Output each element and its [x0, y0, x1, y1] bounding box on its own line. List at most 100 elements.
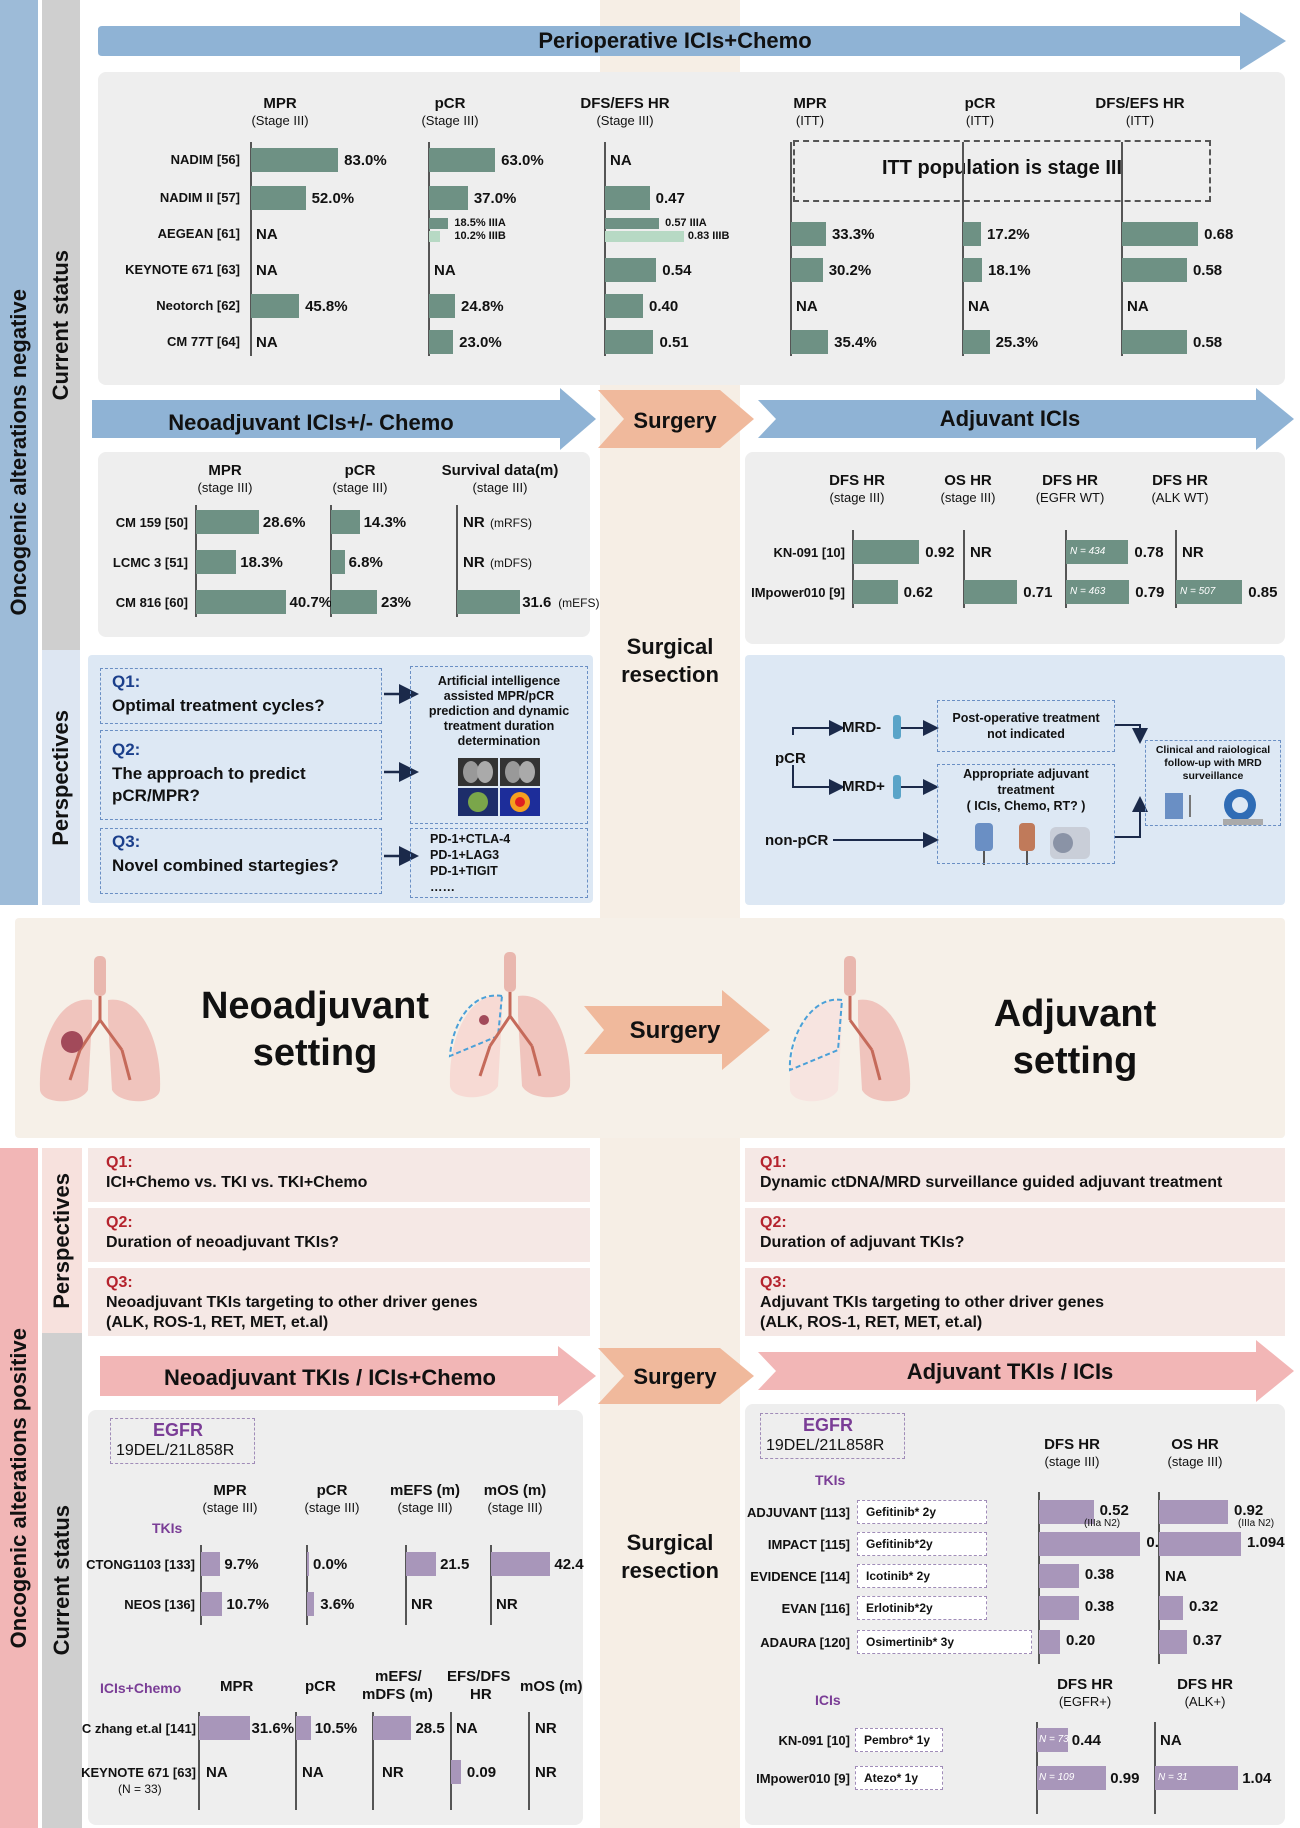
adj-header-3-sub: (ALK WT)	[1151, 490, 1209, 505]
adj-tki-os-label: 0.92	[1234, 1502, 1264, 1519]
top-mpr-label: NA	[256, 262, 278, 279]
adj-icis: ICIs	[815, 1692, 841, 1708]
adj-egfr-label: 0.79	[1135, 584, 1165, 601]
neo-ici-h-hr1: EFS/DFS	[447, 1668, 511, 1685]
neo-tki-axis-3	[490, 1545, 492, 1625]
surgery-label-bot: Surgery	[633, 1364, 717, 1389]
top-header-0-sub: (Stage III)	[251, 113, 309, 128]
adj-axis-0	[852, 530, 854, 608]
adj-tki-header-1-sub: (stage III)	[1167, 1454, 1223, 1469]
top-row-name: Neotorch [62]	[156, 298, 240, 313]
mrd-plus: MRD+	[842, 778, 885, 795]
itt-pcr-label: 25.3%	[995, 334, 1039, 351]
neo-ici-mefs-label: 28.5	[415, 1720, 445, 1737]
itt-hr-bar	[1122, 258, 1187, 282]
adj-panel	[745, 452, 1285, 644]
adj-ici-v2-label: NA	[1160, 1732, 1182, 1749]
neo-mpr-bar	[196, 550, 237, 574]
adj-egfr-bar	[1066, 540, 1129, 564]
adj-tki-drug-tag: Erlotinib*2y	[857, 1596, 987, 1620]
q2-num: Q2:	[112, 740, 141, 759]
adj-ici-v1-label: 0.44	[1071, 1732, 1101, 1749]
lung-icon-left	[39, 956, 161, 1102]
adj-tki-row-name: EVAN [116]	[781, 1601, 850, 1616]
adj-egfr-label: 0.78	[1134, 544, 1164, 561]
top-row-name: CM 77T [64]	[167, 334, 240, 349]
neg-current-strip: Current status	[42, 0, 80, 650]
pos-left-q-box	[88, 1148, 590, 1202]
neo-mpr-label: 18.3%	[240, 554, 283, 571]
neo-ici-mefs-label: NR	[382, 1764, 404, 1781]
neo-ici-pcr-label: 10.5%	[314, 1720, 358, 1737]
adj-tki-header-0-sub: (stage III)	[1044, 1454, 1100, 1469]
surgery-arrow-bot	[598, 1348, 754, 1404]
adj-tki-drug-tag: Icotinib* 2y	[857, 1564, 987, 1588]
neo-tki-mpr-bar	[201, 1552, 221, 1576]
itt-note-box	[793, 140, 1211, 202]
approp-text: ( ICIs, Chemo, RT? )	[966, 799, 1086, 813]
adj-dfs-bar	[853, 540, 920, 564]
itt-pcr-label: 18.1%	[988, 262, 1031, 279]
neo-row-name: LCMC 3 [51]	[112, 555, 188, 570]
adj-tki-header-0-title: DFS HR	[1044, 1436, 1100, 1453]
adj-egfr-sub: 19DEL/21L858R	[766, 1437, 885, 1454]
top-pcr-bar	[429, 148, 496, 172]
adj-header-1-title: OS HR	[944, 472, 992, 489]
neo-ici-label: ICIs+Chemo	[100, 1680, 182, 1696]
neo-ici-mos-label: NR	[535, 1764, 557, 1781]
top-hr-label: 0.51	[659, 334, 689, 351]
neo-ici-mpr-label: NA	[206, 1764, 228, 1781]
adj-egfr-n: N = 463	[1070, 586, 1106, 597]
combos-box	[410, 828, 588, 898]
neo-tki-pcr-bar	[307, 1552, 309, 1576]
post-op-text: not indicated	[987, 727, 1065, 741]
adj-tki-os-label: 0.37	[1192, 1632, 1222, 1649]
pos-right-q-text: Dynamic ctDNA/MRD surveillance guided ad…	[760, 1174, 1223, 1191]
perioperative-title: Perioperative ICIs+Chemo	[538, 28, 812, 53]
adj-ici-axis-1	[1154, 1722, 1156, 1814]
neo-tki-axis-2	[405, 1545, 407, 1625]
neg-persp-label: Perspectives	[48, 709, 73, 846]
adj-axis-2	[1065, 530, 1067, 608]
top-header-5-sub: (ITT)	[1125, 113, 1155, 128]
adj-tki-dfs-bar	[1039, 1630, 1060, 1654]
adj-header-3-title: DFS HR	[1152, 472, 1208, 489]
neo-pcr-bar	[331, 510, 360, 534]
negative-strip: Oncogenic alterations negative	[0, 0, 38, 905]
itt-pcr-label: 17.2%	[987, 226, 1030, 243]
adj-tki-panel	[745, 1404, 1285, 1825]
neo-surv-note: (mRFS)	[490, 516, 532, 530]
neo-row-name: CM 159 [50]	[115, 515, 188, 530]
pos-left-q-text: ICI+Chemo vs. TKI vs. TKI+Chemo	[106, 1174, 368, 1191]
pos-left-q-text: Neoadjuvant TKIs targeting to other driv…	[106, 1294, 478, 1311]
neo-surv-label: NR	[463, 514, 485, 531]
adj-ici-header-0-sub: (EGFR+)	[1058, 1694, 1112, 1709]
negative-label: Oncogenic alterations negative	[6, 289, 31, 616]
adj-tki-row-name: ADAURA [120]	[760, 1635, 850, 1650]
itt-hr-label: 0.68	[1204, 226, 1234, 243]
top-pcr-label-a: 18.5% IIIA	[454, 217, 506, 229]
neo-tki-header-2-title: mEFS (m)	[389, 1482, 460, 1499]
top-mpr-label: 45.8%	[305, 298, 348, 315]
clinical-text: Clinical and raiological	[1155, 744, 1271, 756]
adj-ici-header-1-title: DFS HR	[1177, 1676, 1233, 1693]
neo-mpr-bar	[196, 590, 286, 614]
pos-right-q-box	[745, 1208, 1285, 1262]
pos-right-q-box	[745, 1148, 1285, 1202]
neo-tkis: TKIs	[152, 1520, 183, 1536]
neo-tki-header-1-title: pCR	[316, 1482, 348, 1499]
top-pcr-bar	[429, 330, 454, 354]
adj-tki-dfs-note: (IIIa N2)	[1084, 1518, 1121, 1529]
neo-tki-title: Neoadjuvant TKIs / ICIs+Chemo	[164, 1365, 496, 1390]
top-mpr-bar	[251, 186, 306, 210]
q2-text-a: The approach to predict	[112, 764, 306, 783]
top-pcr-label: 23.0%	[459, 334, 502, 351]
itt-pcr-bar	[963, 222, 982, 246]
neo-tki-mpr-bar	[201, 1592, 223, 1616]
neo-tki-row-name: NEOS [136]	[124, 1597, 195, 1612]
neo-pcr-bar	[331, 550, 345, 574]
adj-axis-3	[1175, 530, 1177, 608]
pos-right-q-text: (ALK, ROS-1, RET, MET, et.al)	[760, 1314, 983, 1331]
adj-tki-drug-tag: Osimertinib* 3y	[857, 1630, 1032, 1654]
